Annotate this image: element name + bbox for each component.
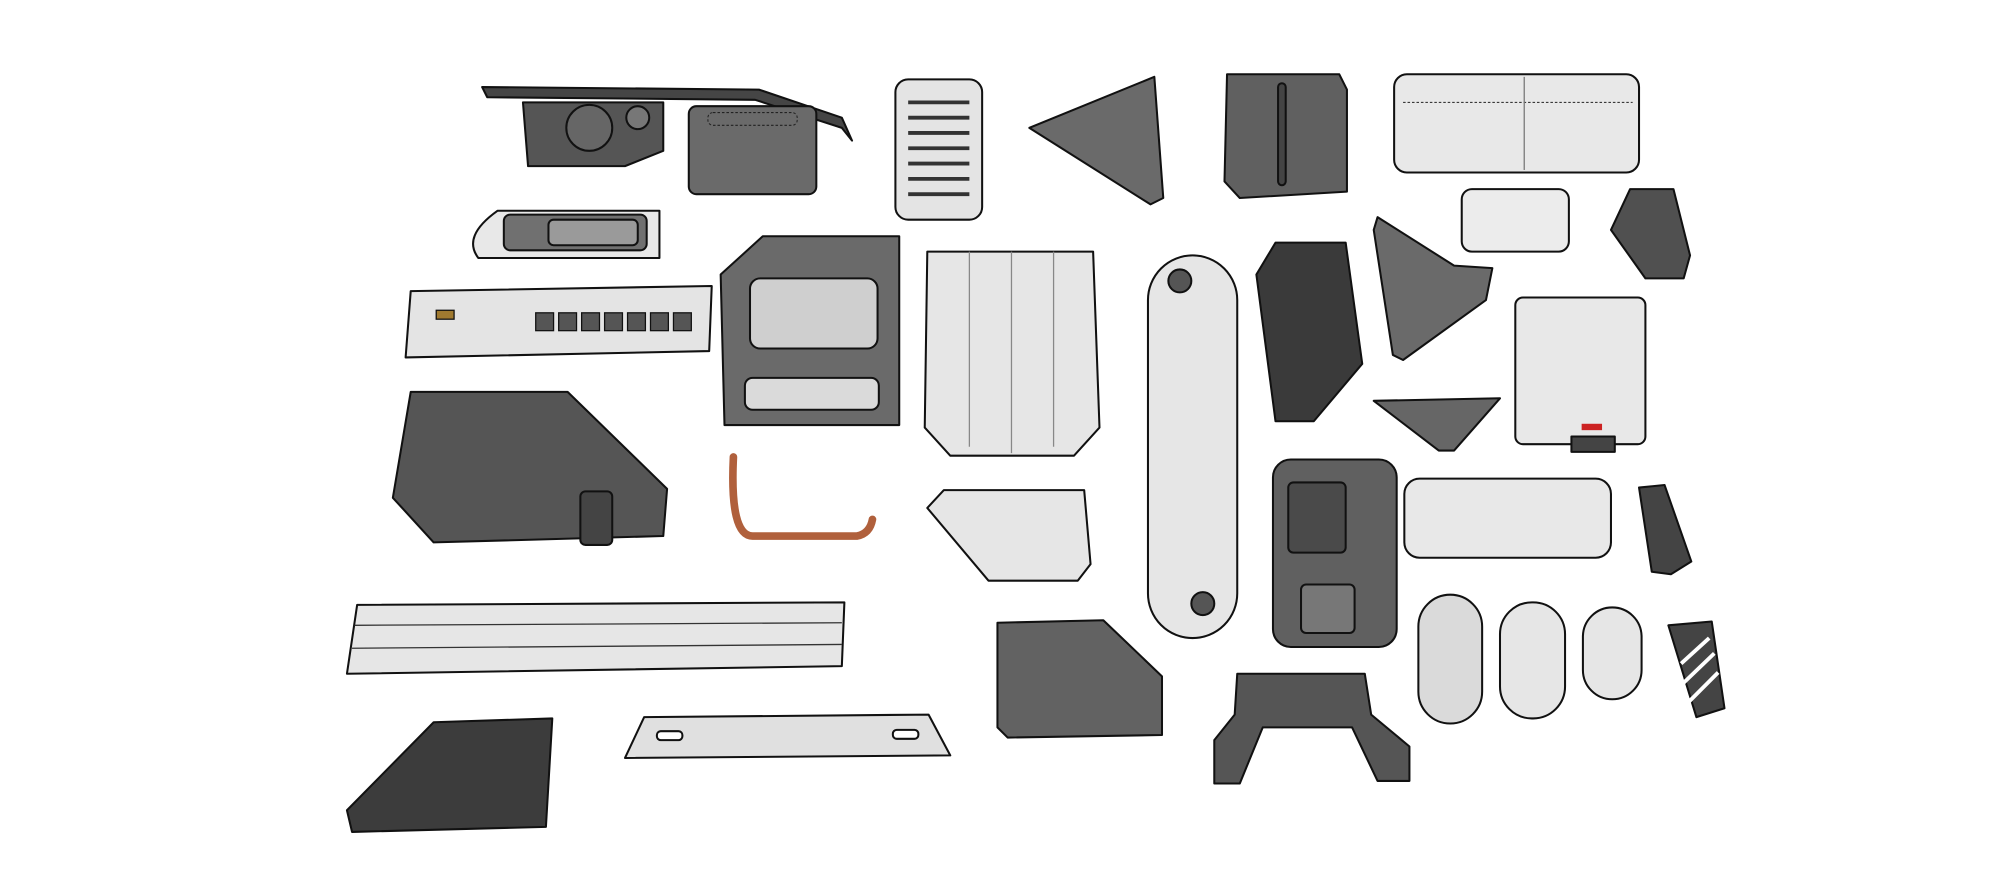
oval-ring <box>1581 606 1643 701</box>
u-bracket <box>1213 672 1411 785</box>
angled-bracket <box>1372 216 1494 362</box>
small-dark-block <box>1609 188 1692 280</box>
long-rail <box>345 601 846 675</box>
light-strip <box>623 713 952 759</box>
housing-box <box>1393 73 1641 174</box>
striped-connector <box>1667 620 1726 719</box>
switch-panel <box>1271 458 1398 649</box>
device-housing <box>1514 296 1647 453</box>
pentagon-plate <box>926 489 1092 582</box>
dark-panel <box>1255 241 1364 423</box>
small-light-plate <box>1460 188 1570 253</box>
pill-link-1 <box>1417 593 1484 725</box>
link-arm <box>1146 254 1239 640</box>
large-dark-plate <box>391 390 669 546</box>
window-frame <box>719 235 901 427</box>
rounded-light-plate <box>1403 477 1612 559</box>
triangle-plate <box>1028 75 1165 206</box>
cut-corner-plate <box>996 619 1164 739</box>
copper-hose <box>729 453 877 540</box>
light-panel <box>923 250 1101 457</box>
small-triangle <box>1372 397 1502 452</box>
striped-dark-plate <box>345 717 554 833</box>
slotted-plate <box>1223 73 1348 200</box>
grille-panel <box>894 78 984 221</box>
pill-link-2 <box>1498 601 1567 720</box>
long-light-part <box>404 285 713 359</box>
small-dark-rail <box>1638 483 1693 576</box>
rounded-tag <box>472 209 661 259</box>
bracket-assembly <box>481 86 854 196</box>
